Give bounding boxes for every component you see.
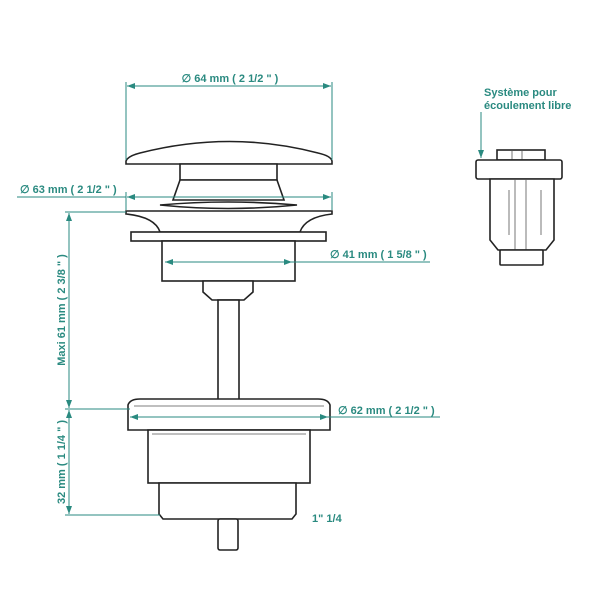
max-height-label: Maxi 61 mm ( 2 3/8 " ): [56, 254, 68, 366]
lower-body: [127, 398, 331, 551]
note-line1: Système pour: [484, 87, 557, 99]
free-flow-insert: [475, 112, 563, 266]
thread-label: 1" 1/4: [312, 513, 343, 525]
dimension-cap: [125, 82, 333, 160]
cap-diameter-label: ∅ 64 mm ( 2 1/2 " ): [182, 73, 279, 85]
lower-diameter-label: ∅ 62 mm ( 2 1/2 " ): [338, 405, 435, 417]
cap: [125, 140, 333, 210]
dimension-flange: [17, 192, 333, 210]
flange-diameter-label: ∅ 63 mm ( 2 1/2 " ): [20, 184, 117, 196]
body-diameter-label: ∅ 41 mm ( 1 5/8 " ): [330, 249, 427, 261]
flange: [125, 210, 333, 401]
note-line2: écoulement libre: [484, 100, 571, 112]
dimension-height: [65, 211, 160, 516]
lower-height-label: 32 mm ( 1 1/4 " ): [56, 420, 68, 504]
